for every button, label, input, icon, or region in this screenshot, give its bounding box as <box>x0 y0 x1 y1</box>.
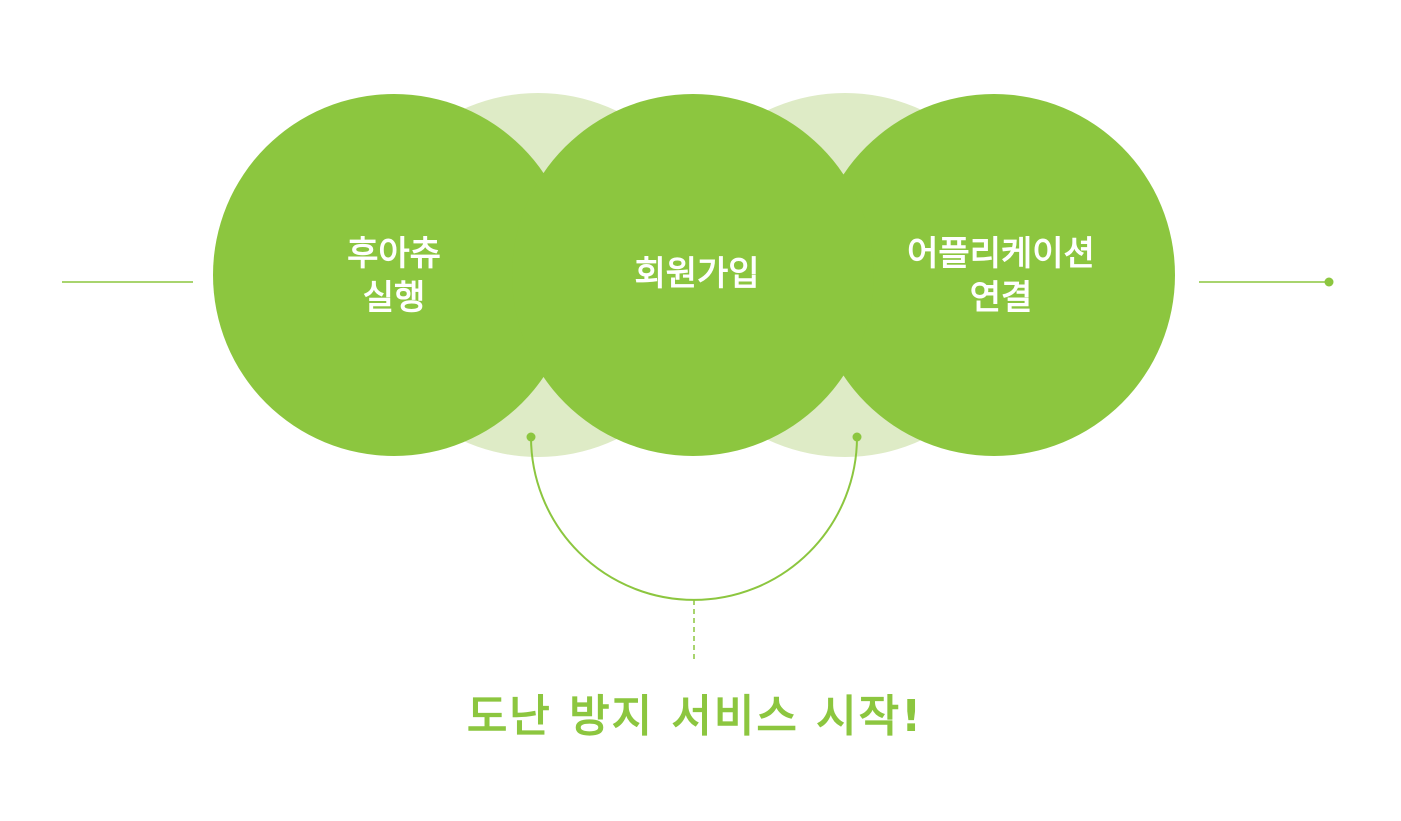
step-3-line2: 연결 <box>969 278 1033 318</box>
arc-dot-right <box>852 432 862 442</box>
arc-dot-left <box>526 432 536 442</box>
step-2-line1: 회원가입 <box>634 254 760 294</box>
step-1-line1: 후아츄 <box>347 234 441 274</box>
step-1-label: 후아츄 실행 <box>244 232 544 320</box>
result-title: 도난 방지 서비스 시작! <box>466 691 924 742</box>
step-3-label: 어플리케이션 연결 <box>851 232 1151 320</box>
bracket-arc <box>530 436 858 601</box>
step-1-line2: 실행 <box>362 278 426 318</box>
step-3-line1: 어플리케이션 <box>907 234 1095 274</box>
step-2-label: 회원가입 <box>547 252 847 296</box>
right-connector-dot <box>1324 277 1334 287</box>
step-circle-2 <box>512 94 874 456</box>
step-circle-1 <box>213 94 575 456</box>
step-circle-3 <box>813 94 1175 456</box>
